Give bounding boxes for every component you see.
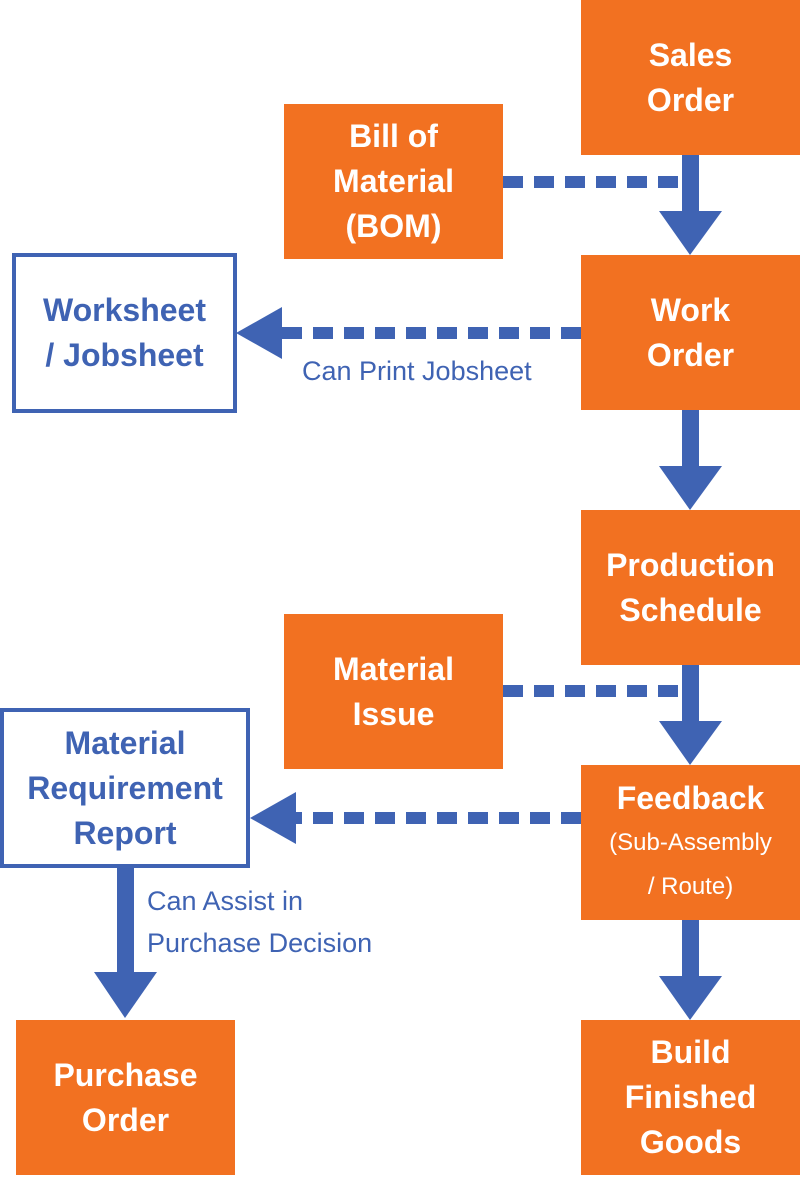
node-line: Requirement (27, 769, 223, 806)
arrow-production-to-feedback-head (659, 721, 722, 765)
node-line: Issue (352, 695, 435, 732)
node-line: Material (333, 650, 454, 687)
arrow-sales-to-work-shaft (682, 155, 699, 213)
material-requirement-report-box: Material Requirement Report (0, 708, 250, 868)
arrow-work-to-production-shaft (682, 410, 699, 468)
arrow-production-to-feedback-shaft (682, 665, 699, 723)
arrow-feedback-to-build-shaft (682, 920, 699, 978)
node-line: Sales (648, 36, 733, 73)
purchase-order-box: Purchase Order (16, 1020, 235, 1175)
node-line: Order (646, 336, 735, 373)
node-line: Schedule (619, 591, 762, 628)
node-line: Order (81, 1101, 170, 1138)
feedback-box: Feedback (Sub-Assembly / Route) (581, 765, 800, 920)
note-assist-purchase-line-2: Purchase Decision (147, 928, 373, 958)
feedback-subtitle-line: / Route) (647, 873, 734, 900)
material-issue-box: Material Issue (284, 614, 503, 769)
arrow-feedback-to-report-head (250, 792, 296, 844)
arrow-report-to-purchase-head (94, 972, 157, 1018)
node-line: Work (650, 291, 731, 328)
build-finished-goods-box: Build Finished Goods (581, 1020, 800, 1175)
node-line: Bill of (349, 118, 438, 154)
sales-order-box: Sales Order (581, 0, 800, 155)
arrow-sales-to-work-head (659, 211, 722, 255)
node-line: Order (646, 81, 735, 118)
feedback-subtitle-line: (Sub-Assembly (609, 829, 772, 856)
node-line: / Jobsheet (45, 337, 204, 373)
node-line: Material (333, 163, 454, 199)
note-print-jobsheet: Can Print Jobsheet (302, 356, 532, 386)
node-line: Production (606, 546, 775, 583)
node-line: Goods (639, 1124, 742, 1160)
arrow-work-to-worksheet-head (236, 307, 282, 359)
bom-box: Bill of Material (BOM) (284, 104, 503, 259)
node-line: Purchase (53, 1056, 198, 1093)
note-assist-purchase-line-1: Can Assist in (147, 886, 304, 916)
node-line: Report (73, 814, 177, 851)
production-schedule-box: Production Schedule (581, 510, 800, 665)
node-line: Finished (624, 1079, 757, 1115)
node-line: (BOM) (345, 208, 442, 244)
work-order-box: Work Order (581, 255, 800, 410)
node-line: Worksheet (42, 292, 206, 328)
node-line: Material (64, 724, 186, 761)
arrow-work-to-production-head (659, 466, 722, 510)
node-line: Build (650, 1034, 731, 1070)
arrow-report-to-purchase-shaft (117, 864, 134, 974)
feedback-title: Feedback (616, 780, 765, 816)
worksheet-box: Worksheet / Jobsheet (12, 253, 237, 413)
arrow-feedback-to-build-head (659, 976, 722, 1020)
